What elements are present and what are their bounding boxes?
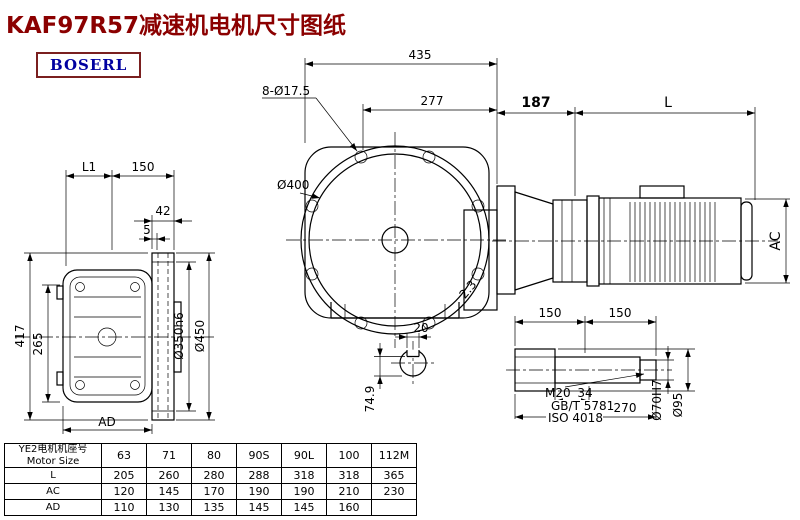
table-row-AC: AC 120 145 170 190 190 210 230 xyxy=(4,483,417,500)
note-chamfer: 2.3 xyxy=(456,278,479,302)
table-cell: 145 xyxy=(281,499,327,516)
table-size-col: 100 xyxy=(326,443,372,468)
table-row-L: L 205 260 280 288 318 318 365 xyxy=(4,467,417,484)
table-cell: 130 xyxy=(146,499,192,516)
dim-42: 42 xyxy=(155,204,170,218)
table-cell: 145 xyxy=(146,483,192,500)
dim-flange-diameter: Ø400 xyxy=(277,178,309,192)
table-cell: 135 xyxy=(191,499,237,516)
table-size-col: 112M xyxy=(371,443,417,468)
table-cell: 110 xyxy=(101,499,147,516)
dim-overall-width: 435 xyxy=(409,48,432,62)
table-cell: 280 xyxy=(191,467,237,484)
label-bolt-holes: 8-Ø17.5 xyxy=(262,84,310,98)
dim-150-left-view: 150 xyxy=(132,160,155,174)
table-row-AD: AD 110 130 135 145 145 160 xyxy=(4,499,417,516)
row-label-AD: AD xyxy=(4,499,102,516)
table-cell: 145 xyxy=(236,499,282,516)
table-cell: 190 xyxy=(281,483,327,500)
dim-5: 5 xyxy=(143,223,151,237)
label-standard-gb: GB/T 5781 xyxy=(551,399,614,413)
row-label-L: L xyxy=(4,467,102,484)
dim-265: 265 xyxy=(31,333,45,356)
side-view-dimensions: 187 L AC xyxy=(497,95,790,284)
dim-key-depth: 74.9 xyxy=(363,386,377,413)
technical-drawing: 435 277 8-Ø17.5 Ø400 2.3 187 L AC xyxy=(13,48,790,434)
dim-bore-70: Ø70H7 xyxy=(650,379,664,420)
dim-187: 187 xyxy=(521,95,550,111)
label-standard-iso: ISO 4018 xyxy=(548,411,603,425)
table-header-cn: YE2电机机座号 xyxy=(18,444,88,455)
table-cell: 260 xyxy=(146,467,192,484)
table-cell: 210 xyxy=(326,483,372,500)
table-size-col: 63 xyxy=(101,443,147,468)
table-cell: 230 xyxy=(371,483,417,500)
page-title: KAF97R57减速机电机尺寸图纸 xyxy=(6,13,347,39)
dim-hub-diameter: Ø350h6 xyxy=(172,312,186,360)
dim-motor-length-L: L xyxy=(664,95,672,111)
boserl-logo: BOSERL xyxy=(36,52,142,78)
dim-od-95: Ø95 xyxy=(671,393,685,418)
dim-motor-AC: AC xyxy=(768,231,784,250)
left-view xyxy=(56,252,182,421)
dim-34: 34 xyxy=(577,386,592,400)
table-header-motor-size: YE2电机机座号 Motor Size xyxy=(4,443,102,468)
centerlines xyxy=(16,132,778,387)
dim-flange-od: Ø450 xyxy=(193,320,207,352)
table-cell: 318 xyxy=(326,467,372,484)
label-thread-M20: M20 xyxy=(545,386,571,400)
row-label-AC: AC xyxy=(4,483,102,500)
table-cell: 160 xyxy=(326,499,372,516)
left-view-dimensions: L1 150 42 5 417 265 AD Ø350h6 Ø450 xyxy=(13,160,215,434)
table-size-col: 90S xyxy=(236,443,282,468)
table-cell: 365 xyxy=(371,467,417,484)
dim-417: 417 xyxy=(13,325,27,348)
table-header-en: Motor Size xyxy=(26,455,80,467)
table-header-row: YE2电机机座号 Motor Size 63 71 80 90S 90L 100… xyxy=(4,443,417,468)
front-view xyxy=(300,145,498,335)
table-cell: 120 xyxy=(101,483,147,500)
dim-270: 270 xyxy=(614,401,637,415)
table-cell: 318 xyxy=(281,467,327,484)
shaft-section-view: 20 74.9 xyxy=(363,321,431,412)
table-size-col: 90L xyxy=(281,443,327,468)
table-cell: 288 xyxy=(236,467,282,484)
dim-150-shaft-left: 150 xyxy=(539,306,562,320)
table-size-col: 71 xyxy=(146,443,192,468)
dim-150-shaft-right: 150 xyxy=(609,306,632,320)
table-cell: 170 xyxy=(191,483,237,500)
dim-277: 277 xyxy=(421,94,444,108)
dim-key-width: 20 xyxy=(413,321,428,335)
table-cell: 205 xyxy=(101,467,147,484)
table-size-col: 80 xyxy=(191,443,237,468)
motor-size-table: YE2电机机座号 Motor Size 63 71 80 90S 90L 100… xyxy=(4,443,417,516)
output-shaft-detail: 150 150 M20 34 GB/T 5781 ISO 4018 270 Ø7… xyxy=(514,306,695,425)
dim-AD: AD xyxy=(98,415,115,429)
table-cell xyxy=(371,499,417,516)
dim-L1: L1 xyxy=(82,160,96,174)
side-view-motor xyxy=(496,185,753,295)
table-cell: 190 xyxy=(236,483,282,500)
